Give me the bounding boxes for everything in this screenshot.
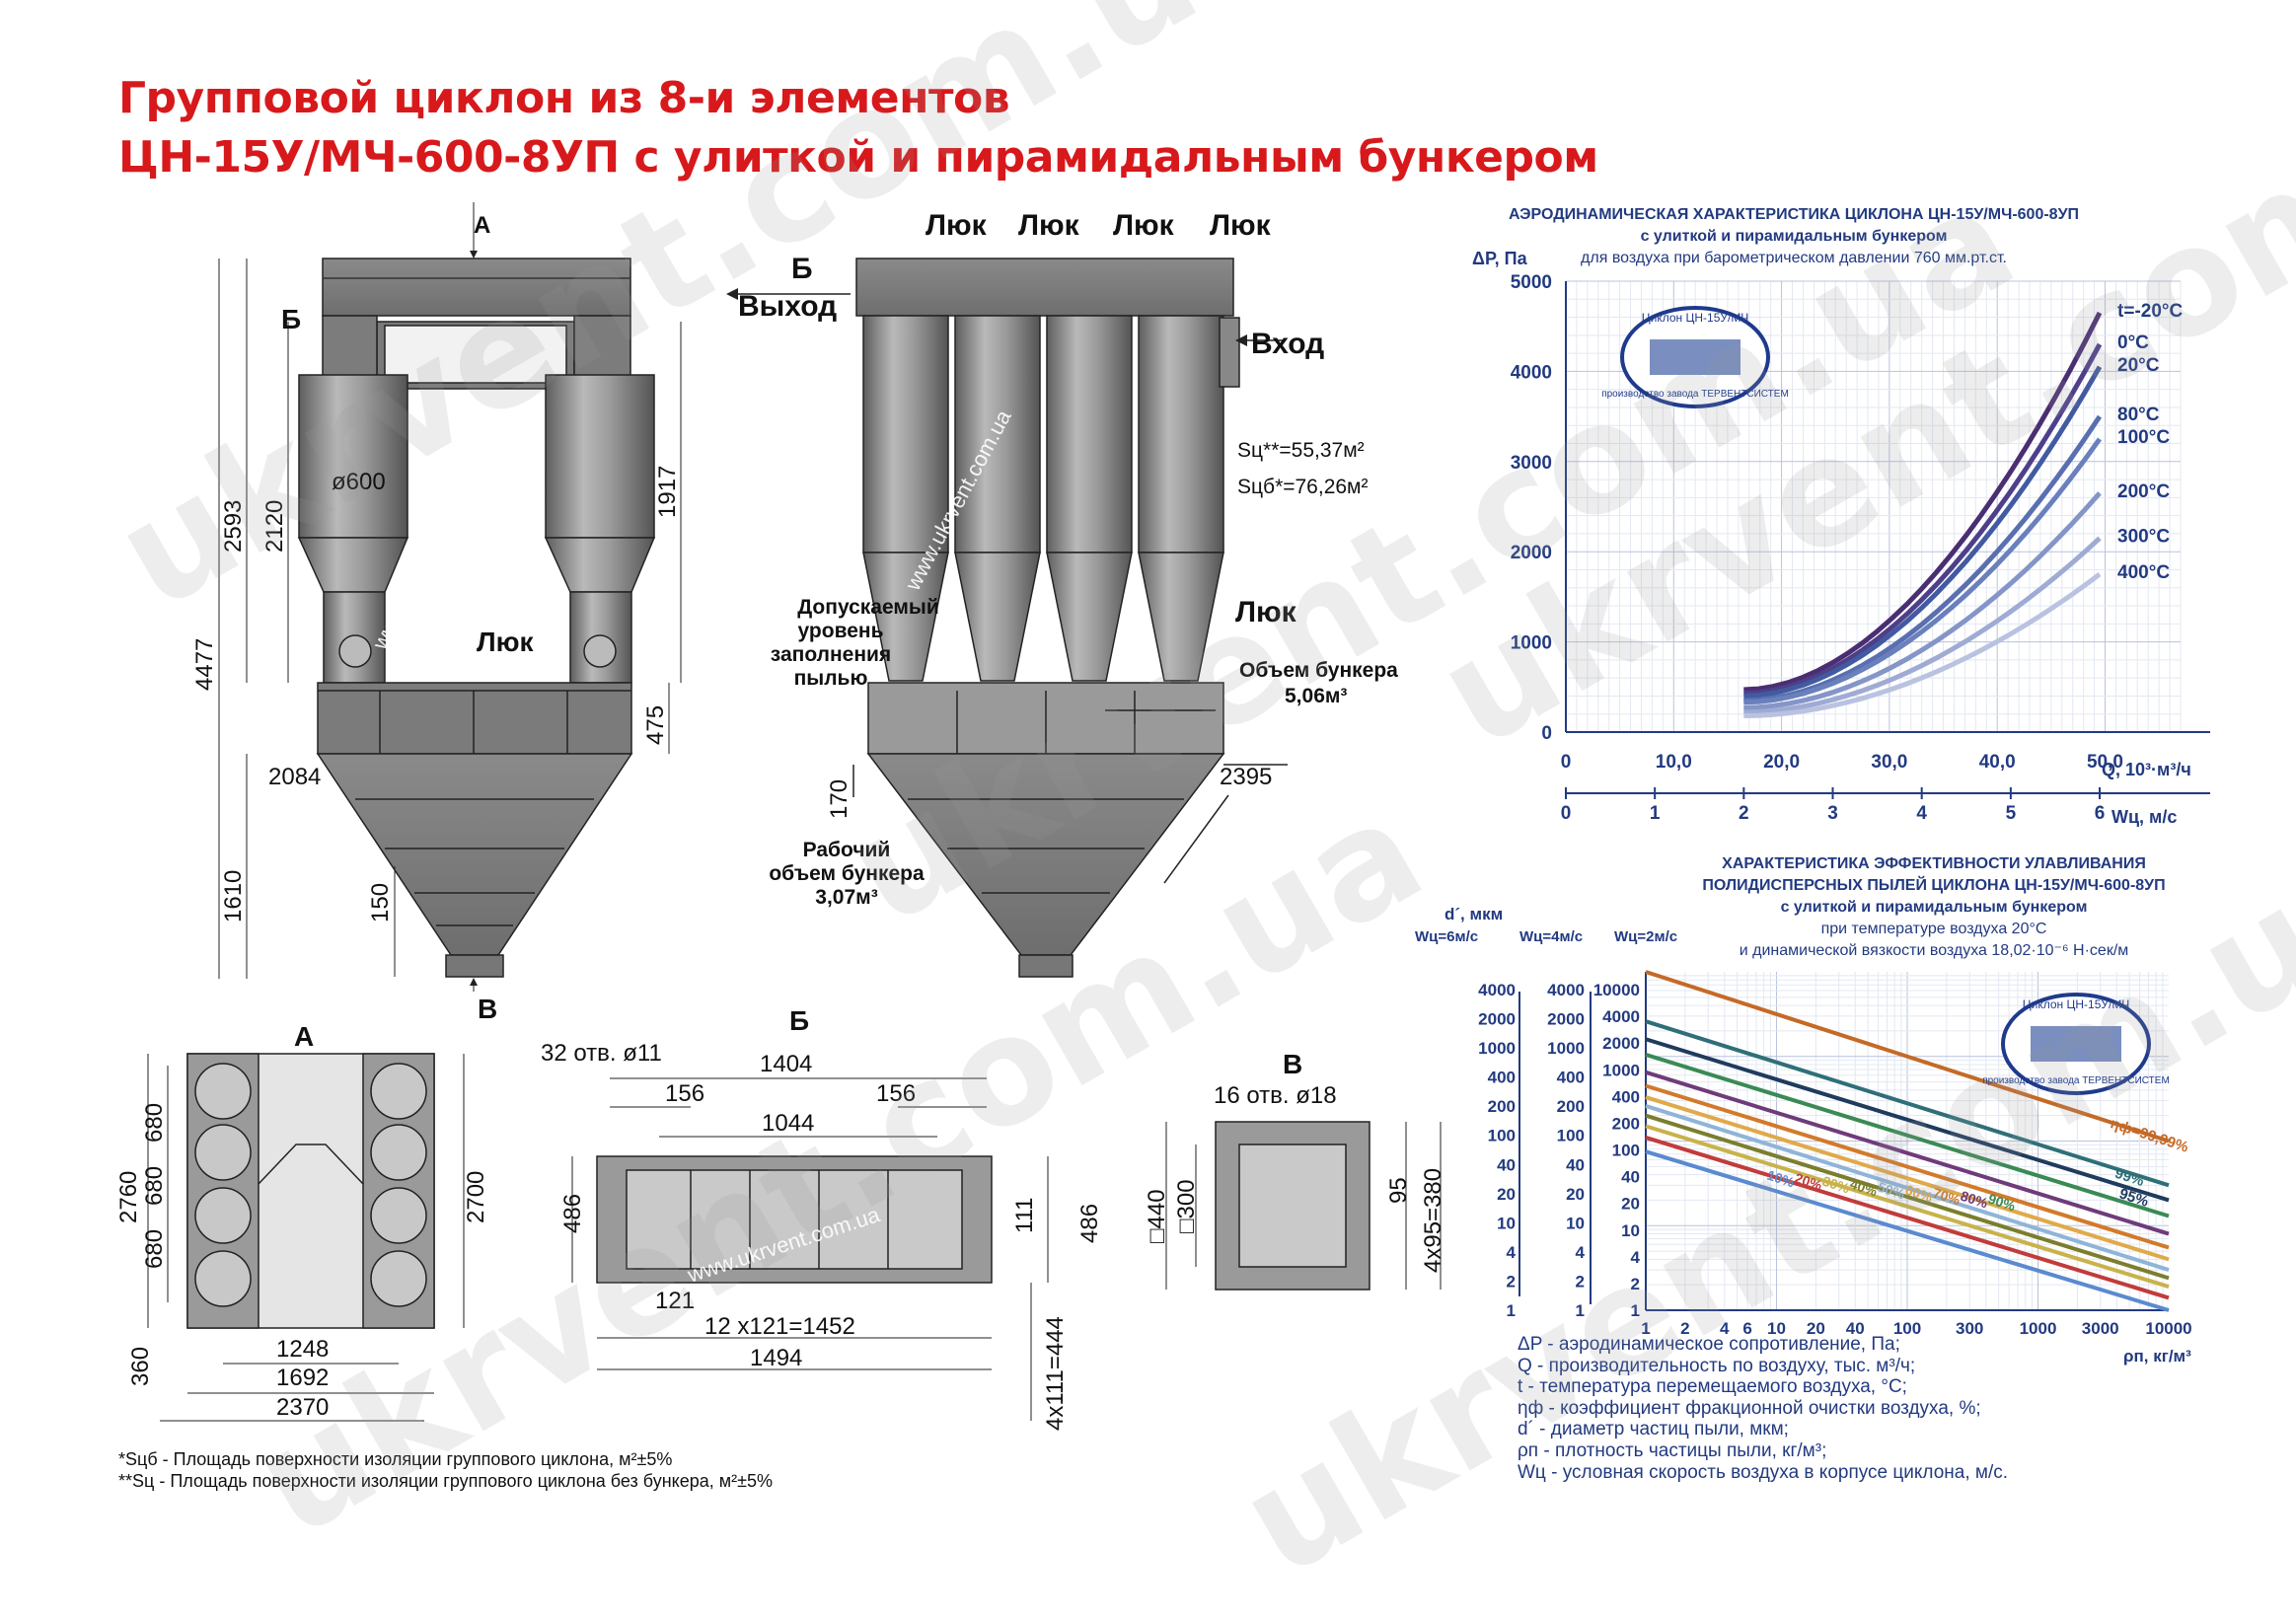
dim-95: 95 (1385, 1177, 1412, 1204)
view-b-labels: Б 32 отв. ø11 1404 156 156 1044 486 486 … (541, 1005, 1103, 1431)
front-dimensions (218, 202, 682, 992)
front-view (297, 258, 656, 978)
hatch-label-3: Люк (1113, 209, 1175, 242)
legend-line-7: Wц - условная скорость воздуха в корпусе… (1518, 1461, 2009, 1483)
dust-level-3: заполнения (771, 643, 891, 666)
dim-156-b: 156 (876, 1080, 916, 1107)
dim-1248: 1248 (276, 1336, 329, 1363)
dim-1044: 1044 (762, 1110, 814, 1137)
view-v (1215, 1121, 1370, 1291)
bunker-volume-2: 5,06м³ (1285, 685, 1347, 707)
view-marker-b-side: Б (791, 253, 813, 285)
dim-1610: 1610 (220, 870, 247, 923)
dim-2084: 2084 (268, 764, 321, 790)
work-volume-2: объем бункера (769, 862, 925, 885)
legend-line-4: ηф - коэффициент фракционной очистки воз… (1518, 1397, 1981, 1419)
side-labels: Люк Люк Люк Люк Б Выход Вход Sц**=55,37м… (738, 209, 1398, 909)
legend-line-5: d´ - диаметр частиц пыли, мкм; (1518, 1419, 1789, 1440)
view-marker-a: А (474, 212, 490, 239)
hatch-label-side: Люк (1235, 596, 1297, 628)
legend-line-6: ρп - плотность частицы пыли, кг/м³; (1518, 1439, 1827, 1461)
dim-111: 111 (1011, 1198, 1038, 1233)
view-b (596, 1155, 993, 1284)
dim-4477: 4477 (191, 638, 218, 691)
work-volume-1: Рабочий (803, 839, 891, 861)
hatch-label-1: Люк (926, 209, 988, 242)
work-volume-3: 3,07м³ (815, 886, 877, 909)
view-v-labels: В 16 отв. ø18 □440 □300 95 4x95=380 (1144, 1049, 1446, 1273)
footnote-1: *Sцб - Площадь поверхности изоляции груп… (118, 1449, 673, 1469)
dim-680-1: 680 (141, 1103, 168, 1143)
front-bunker-box (317, 682, 632, 755)
dim-121: 121 (655, 1288, 695, 1314)
dim-1494: 1494 (750, 1345, 802, 1371)
legend-line-1: ΔP - аэродинамическое сопротивление, Па; (1518, 1334, 1900, 1355)
bunker-volume-1: Объем бункера (1239, 659, 1398, 682)
view-marker-b: Б (281, 304, 301, 334)
view-b-title: Б (789, 1005, 809, 1036)
dim-156-a: 156 (665, 1080, 704, 1107)
side-top-collector (855, 258, 1234, 317)
area-sc: Sц**=55,37м² (1237, 439, 1365, 462)
dim-360: 360 (127, 1347, 154, 1386)
dim-diameter: ø600 (332, 469, 386, 495)
view-v-title: В (1283, 1049, 1302, 1079)
dim-380: 4x95=380 (1420, 1168, 1446, 1273)
dust-level-1: Допускаемый (797, 596, 939, 619)
dim-1404: 1404 (760, 1051, 812, 1077)
view-b-holes: 32 отв. ø11 (541, 1040, 662, 1067)
view-v-holes: 16 отв. ø18 (1214, 1082, 1337, 1109)
view-a-dimensions (147, 1054, 465, 1422)
hatch-label-2: Люк (1018, 209, 1080, 242)
dust-level-2: уровень (798, 620, 884, 642)
dim-680-3: 680 (141, 1229, 168, 1269)
view-a-labels: А 680 680 680 2760 2700 360 1248 1692 23… (115, 1021, 489, 1421)
dim-150: 150 (367, 883, 394, 923)
dim-680-2: 680 (141, 1166, 168, 1206)
dim-2593: 2593 (220, 500, 247, 553)
area-scb: Sцб*=76,26м² (1237, 476, 1368, 498)
dim-486-b: 486 (1076, 1204, 1103, 1243)
front-right-cyclone (545, 374, 655, 539)
entrance-label: Вход (1251, 328, 1324, 360)
footnote-2: **Sц - Площадь поверхности изоляции груп… (118, 1471, 774, 1491)
dim-sq300: □300 (1173, 1179, 1200, 1233)
side-inlet (1219, 317, 1240, 388)
view-a (186, 1053, 435, 1329)
dim-1917: 1917 (654, 466, 681, 518)
legend-line-2: Q - производительность по воздуху, тыс. … (1518, 1355, 1916, 1376)
side-view (855, 258, 1240, 978)
footnotes: *Sцб - Площадь поверхности изоляции груп… (118, 1448, 773, 1492)
view-b-dimensions (571, 1077, 1049, 1421)
dim-486-a: 486 (559, 1194, 586, 1233)
page-title-line2: ЦН-15У/МЧ-600-8УП с улиткой и пирамидаль… (118, 132, 1598, 183)
dim-1692: 1692 (276, 1365, 329, 1391)
page-title-line1: Групповой циклон из 8-и элементов (118, 73, 1010, 123)
view-marker-v: В (478, 994, 497, 1024)
dim-475: 475 (642, 705, 669, 745)
dim-sq440: □440 (1144, 1189, 1170, 1243)
side-arrows (726, 288, 1288, 884)
legend-line-3: t - температура перемещаемого воздуха, °… (1518, 1376, 1907, 1398)
dim-2395: 2395 (1220, 764, 1272, 790)
dim-2700: 2700 (463, 1171, 489, 1223)
dim-2760: 2760 (115, 1171, 142, 1223)
dust-level-4: пылью (794, 667, 868, 690)
dim-444: 4x111=444 (1042, 1316, 1069, 1431)
dim-2120: 2120 (261, 500, 288, 553)
view-a-title: А (294, 1021, 314, 1052)
exit-label: Выход (738, 290, 837, 323)
front-top-collector (322, 258, 631, 317)
hatch-label-front: Люк (477, 627, 535, 657)
front-left-cyclone (298, 374, 408, 539)
dim-1452: 12 x121=1452 (704, 1313, 855, 1340)
front-dim-labels: А Б В ø600 Люк 4477 2593 2120 1917 475 2… (191, 212, 681, 1024)
dim-2370: 2370 (276, 1394, 329, 1421)
symbol-legend: ΔP - аэродинамическое сопротивление, Па;… (1518, 1334, 2008, 1483)
view-v-dimensions (1165, 1122, 1442, 1290)
side-bunker-pyramid (866, 753, 1225, 956)
hatch-label-4: Люк (1210, 209, 1272, 242)
dim-170: 170 (826, 779, 852, 819)
